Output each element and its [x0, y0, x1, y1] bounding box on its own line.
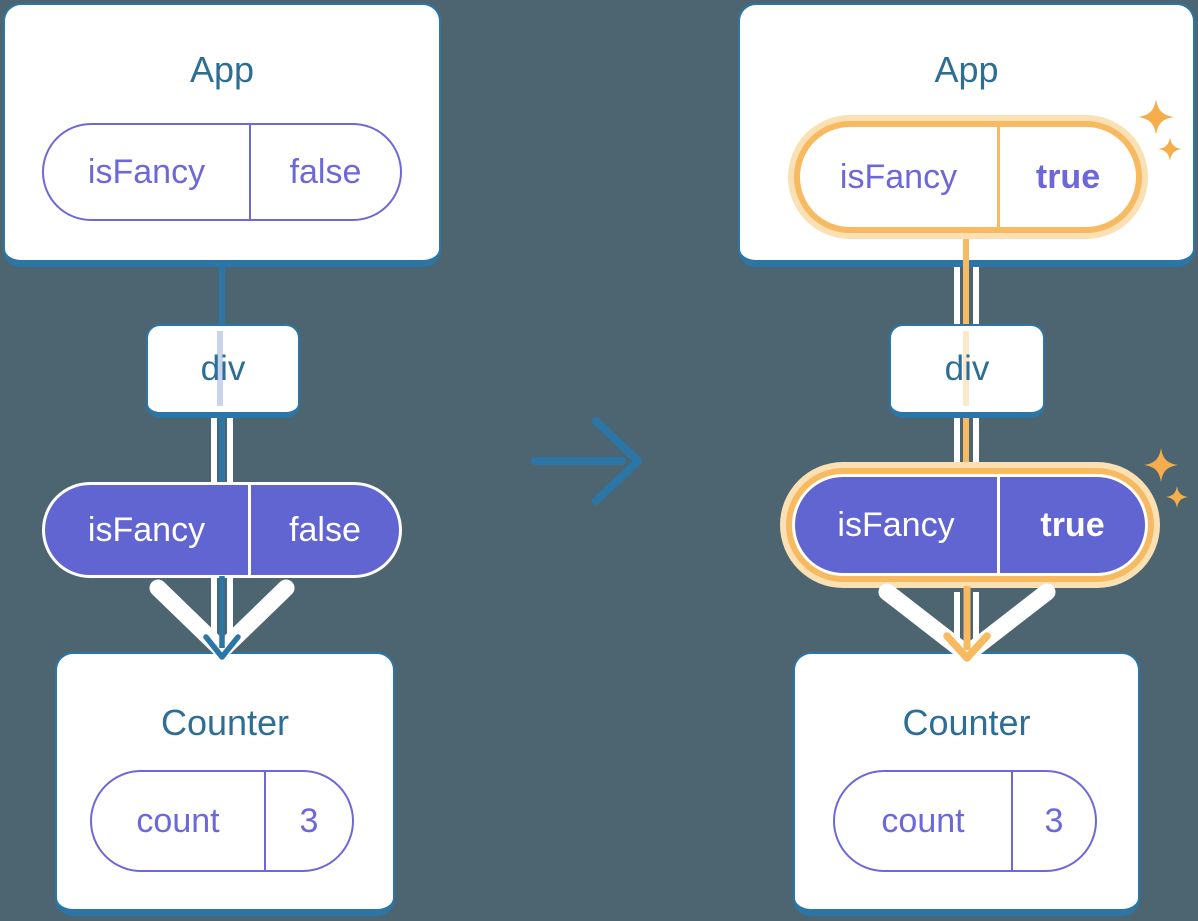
after-flow-line-right2: [973, 418, 979, 470]
after-prop-pass-line: [963, 331, 969, 406]
after-flow-line-left3: [954, 592, 960, 640]
before-flow-line-right2: [227, 578, 233, 640]
before-flow-line-right: [227, 418, 233, 482]
state-value: 3: [1044, 801, 1064, 840]
before-counter-state-pill: count 3: [90, 770, 354, 872]
before-app-div-line: [219, 267, 225, 324]
state-name: isFancy: [44, 125, 251, 219]
before-app-card: App isFancy false: [3, 3, 441, 267]
after-flow-arrowhead-icon: [878, 583, 1056, 663]
state-value: true: [1035, 157, 1101, 196]
sparkle-icon: [1138, 99, 1182, 161]
after-div-label: div: [944, 349, 990, 388]
before-counter-title: Counter: [160, 702, 290, 743]
after-flow-line-right3: [973, 592, 979, 640]
before-flow-line-left2: [211, 578, 217, 640]
before-app-state-pill: isFancy false: [42, 123, 402, 221]
before-flow-line-left: [211, 418, 217, 482]
state-value: false: [289, 152, 362, 191]
before-app-title: App: [189, 49, 255, 90]
after-counter-title: Counter: [902, 702, 1031, 743]
after-counter-state-pill: count 3: [833, 770, 1097, 872]
after-flow-line-left2: [954, 418, 960, 470]
prop-name: isFancy: [795, 477, 1000, 573]
prop-name: isFancy: [45, 485, 251, 575]
after-app-state-pill: isFancy true: [794, 121, 1142, 233]
after-app-card: App isFancy true: [738, 3, 1195, 267]
after-flow-line-center: [963, 267, 969, 324]
state-name: count: [835, 772, 1013, 870]
prop-value: false: [289, 510, 361, 549]
state-name: count: [92, 772, 266, 870]
before-counter-card: Counter count 3: [55, 652, 395, 916]
after-app-div-line-inner: [963, 239, 969, 267]
state-value: 3: [299, 801, 319, 840]
before-flow-line-center: [219, 418, 225, 482]
transition-arrow-icon: [531, 417, 642, 505]
after-div-box: div: [889, 324, 1045, 418]
after-flow-line-right: [973, 267, 979, 324]
prop-value: true: [1040, 505, 1105, 544]
before-prop-pass-line: [217, 331, 223, 406]
after-prop-pill: isFancy true: [792, 474, 1148, 576]
sparkle-icon: [1144, 448, 1188, 508]
after-counter-card: Counter count 3: [793, 652, 1140, 916]
before-div-label: div: [200, 349, 246, 388]
after-flow-line-center2: [963, 418, 969, 470]
state-name: isFancy: [800, 127, 1000, 227]
before-div-box: div: [146, 324, 300, 418]
after-flow-line-left: [954, 267, 960, 324]
before-prop-pill: isFancy false: [42, 482, 402, 578]
after-app-title: App: [934, 49, 999, 90]
before-flow-arrowhead-icon: [149, 576, 295, 660]
